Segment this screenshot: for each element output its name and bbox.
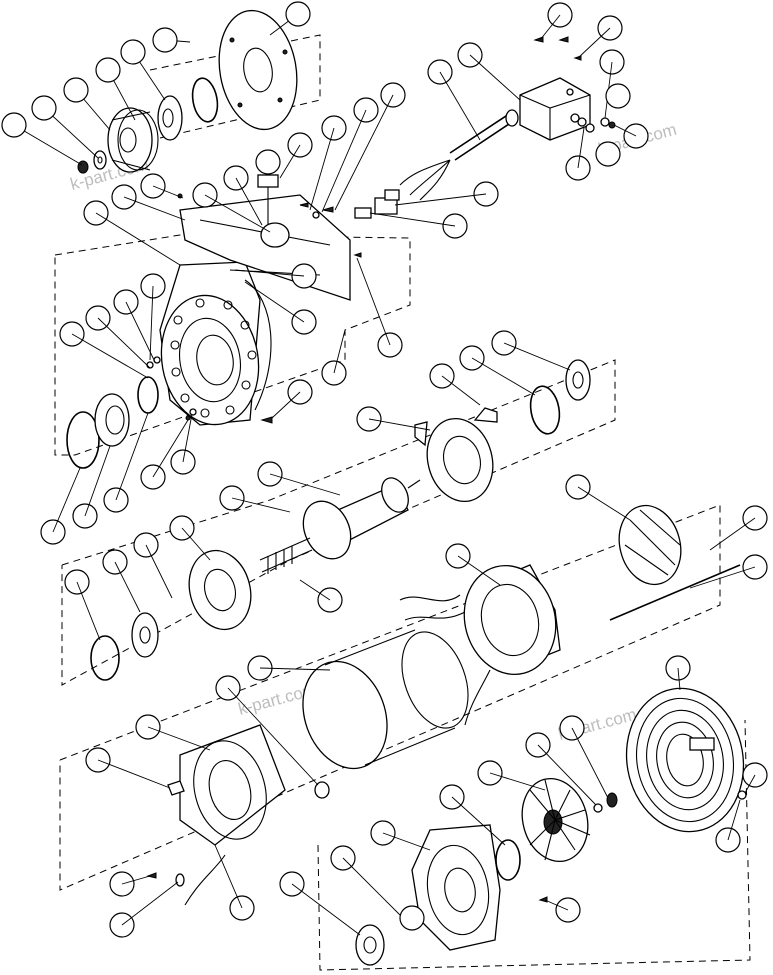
- bearing-left: [94, 393, 130, 447]
- callouts: [1, 1, 768, 938]
- terminal-hardware: [533, 36, 616, 133]
- callout-bubble: [31, 95, 57, 121]
- callout-bubble: [95, 57, 121, 83]
- nut-small: [77, 160, 89, 174]
- bearing-top: [157, 95, 183, 141]
- callout-bubble: [605, 83, 631, 109]
- cooling-fan: [521, 777, 591, 863]
- drive-end-bell: [411, 824, 501, 951]
- spacer-sleeve: [314, 781, 330, 799]
- retaining-ring-top: [191, 77, 219, 123]
- motor-frame-cylinder: [302, 629, 469, 770]
- retaining-ring-lower-left: [90, 635, 120, 681]
- end-flange-upper: [414, 407, 498, 503]
- sensor-switch: [257, 174, 290, 248]
- callout-bubble: [152, 27, 178, 53]
- washer-small: [93, 150, 107, 170]
- label-tag: [167, 780, 185, 796]
- end-plate-disc: [218, 9, 298, 131]
- terminal-cable: [399, 109, 519, 201]
- fan-guard-small: [618, 504, 682, 586]
- terminal-box: [519, 77, 591, 141]
- bearing-lower: [355, 924, 385, 966]
- callout-bubble: [285, 1, 311, 27]
- retaining-ring-lower: [495, 839, 521, 881]
- rotor-shaft: [259, 477, 421, 574]
- bearing-right: [565, 359, 591, 401]
- end-bell-lower-left: [179, 724, 286, 846]
- callout-bubble: [63, 77, 89, 103]
- connector-plugs: [354, 189, 400, 219]
- fan-guard-grille: [625, 687, 745, 833]
- callout-bubble: [120, 39, 146, 65]
- stator: [399, 564, 561, 726]
- lower-hardware: [146, 790, 747, 906]
- callout-bubble: [399, 905, 425, 931]
- retaining-ring-right: [529, 385, 561, 435]
- end-flange-lower: [188, 549, 252, 631]
- callout-bubble: [255, 149, 281, 175]
- retaining-ring-left: [66, 411, 100, 469]
- callout-bubble: [1, 112, 27, 138]
- flywheel-pulley: [107, 107, 159, 173]
- end-bell-housing: [159, 261, 272, 426]
- callout-bubble: [595, 141, 621, 167]
- retaining-ring-mid: [137, 376, 159, 414]
- bearing-lower-left: [131, 612, 159, 658]
- tie-rod: [609, 564, 741, 621]
